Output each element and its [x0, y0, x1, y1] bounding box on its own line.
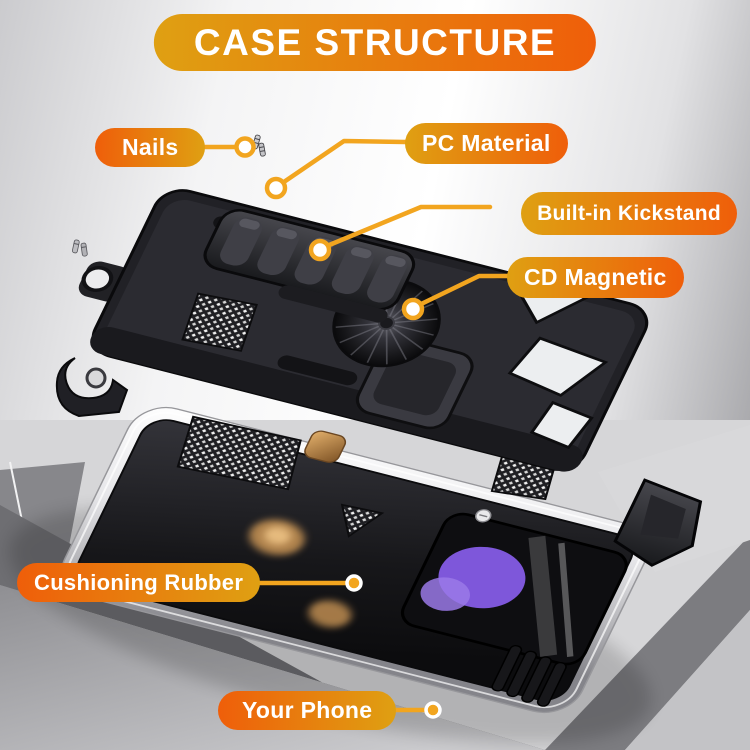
frame-hole-3: [529, 400, 594, 450]
callout-built-in-kickstand: Built-in Kickstand: [521, 192, 737, 235]
mesh-patch-triangle: [340, 503, 385, 538]
leader-lines: [200, 136, 510, 719]
callout-your-phone: Your Phone: [218, 691, 397, 730]
frame-ring-hole: [81, 266, 114, 292]
leader-cd-magnetic: [412, 273, 510, 310]
camera-glow-right: [308, 600, 352, 628]
callout-nails: Nails: [95, 128, 206, 167]
camera-glow-left-core: [264, 526, 291, 545]
banner-case-structure: CASE STRUCTURE: [153, 14, 597, 71]
leader-dot-cd-magnetic: [401, 297, 425, 321]
mesh-patch-large: [176, 415, 302, 491]
case-frame: [78, 189, 649, 472]
frame-front-lip: [90, 327, 583, 472]
callout-cushioning-rubber: Cushioning Rubber: [17, 563, 261, 602]
screen-reflection: [528, 535, 558, 657]
leader-dot-your-phone: [424, 701, 442, 719]
nails-group-left: [71, 239, 88, 257]
leader-dot-nails: [234, 136, 256, 158]
frame-slot-2: [277, 355, 358, 386]
kickstand-hinge: [278, 285, 388, 323]
corner-bumper-inner: [640, 494, 686, 539]
leader-dot-kickstand: [308, 238, 332, 262]
callout-cd-magnetic: CD Magnetic: [507, 257, 684, 298]
leader-dot-pc-material: [264, 176, 288, 200]
leader-pc-material: [275, 138, 408, 189]
grip-ribs: [491, 645, 567, 707]
callout-pc-material: PC Material: [405, 123, 568, 164]
phone-assembly: [61, 406, 703, 714]
frame-hole-2: [507, 336, 609, 397]
leader-dot-cushioning: [345, 574, 363, 592]
leader-kickstand: [319, 204, 493, 251]
screw-white: [475, 509, 492, 523]
platform-lower-right: [625, 610, 750, 750]
sponge-cushion: [304, 430, 347, 463]
mesh-patch-frame: [181, 292, 258, 352]
wallpaper-purple-blob-2: [420, 577, 470, 611]
cover-screen-window: [400, 512, 628, 666]
corner-hook: [55, 357, 129, 418]
screen-reflection-2: [558, 542, 574, 658]
phone-frame-highlight: [67, 411, 643, 709]
